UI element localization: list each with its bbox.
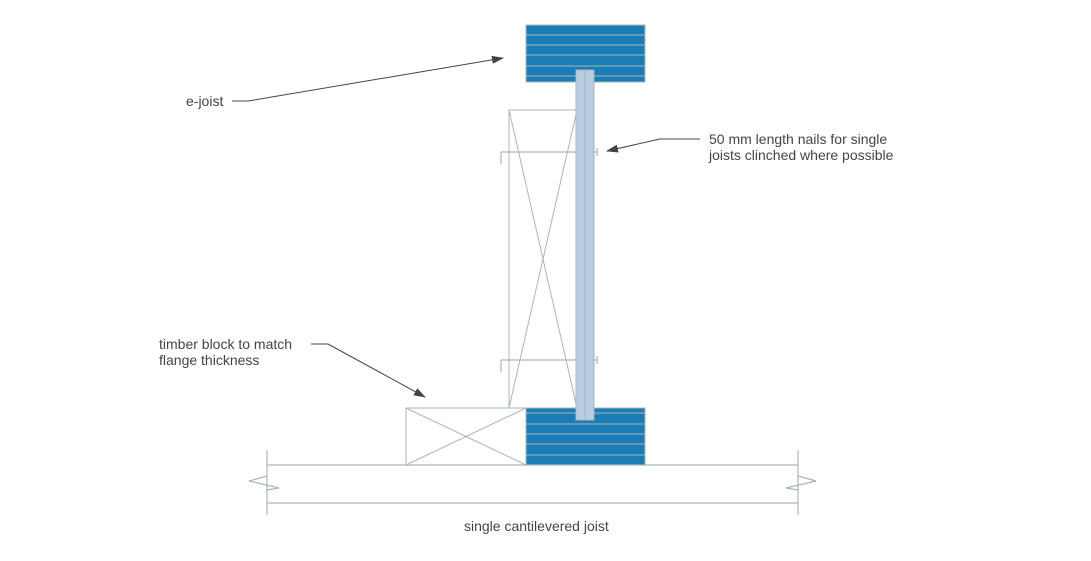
label-nails: 50 mm length nails for single joists cli… xyxy=(709,131,893,163)
label-block-line2: flange thickness xyxy=(159,352,260,368)
label-block-line1: timber block to match xyxy=(159,336,293,352)
label-e-joist: e-joist xyxy=(186,93,224,109)
label-timber-block: timber block to match flange thickness xyxy=(159,336,292,368)
leader-lines xyxy=(232,55,700,398)
web xyxy=(575,69,595,421)
label-cantilevered-joist: single cantilevered joist xyxy=(464,518,609,534)
rear-blocking xyxy=(508,109,578,409)
label-nails-line2: joists clinched where possible xyxy=(709,147,894,163)
timber-block xyxy=(405,407,527,466)
cantilevered-joist xyxy=(248,450,817,515)
label-nails-line1: 50 mm length nails for single xyxy=(709,131,888,147)
